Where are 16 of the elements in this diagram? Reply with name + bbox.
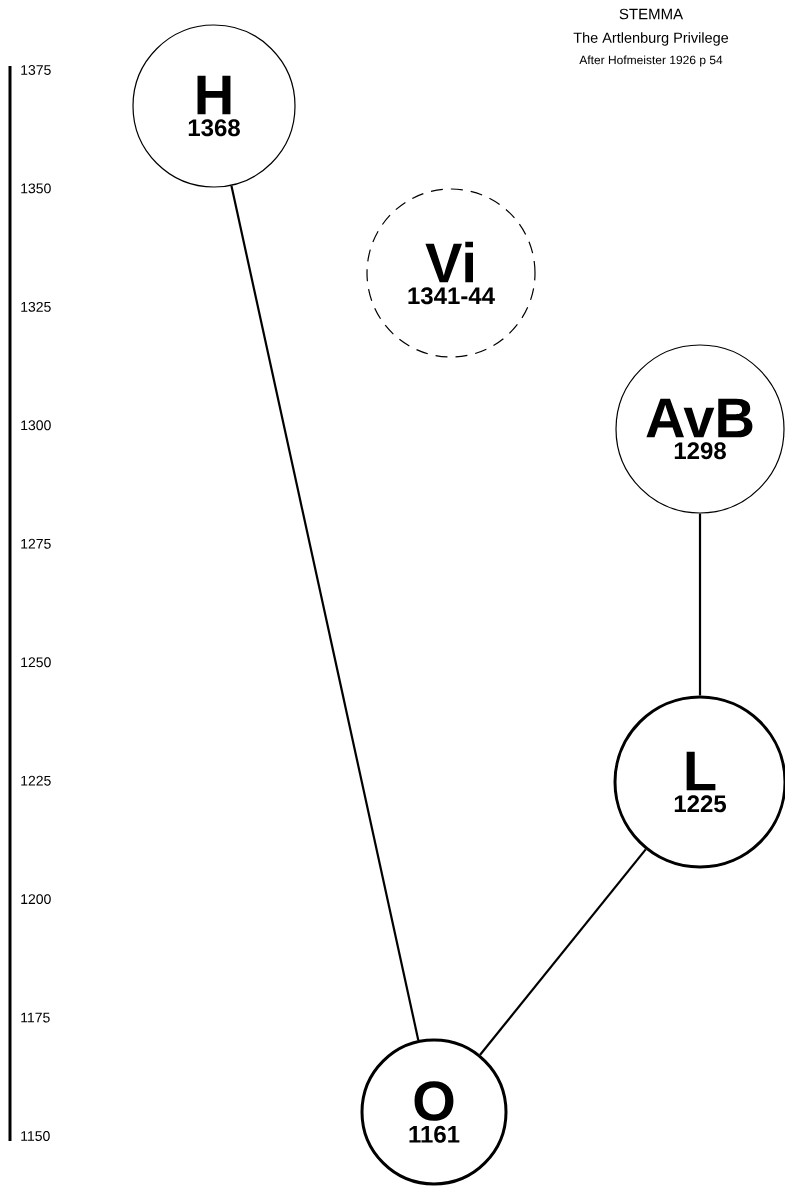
- axis-label: 1200: [21, 894, 51, 905]
- subtitle: The Artlenburg Privilege: [573, 32, 729, 46]
- axis-label: 1350: [21, 183, 51, 194]
- axis-label: 1325: [21, 301, 51, 312]
- axis-label: 1175: [21, 1012, 50, 1023]
- stemma-line: [230, 185, 420, 1041]
- stemma-line: [698, 513, 702, 696]
- axis-label: 1275: [21, 538, 51, 549]
- stemma-line: [479, 848, 647, 1056]
- source-note: After Hofmeister 1926 p 54: [579, 55, 723, 67]
- axis-label: 1375: [21, 65, 51, 75]
- axis-label: 1225: [21, 775, 51, 786]
- axis-label: 1150: [21, 1131, 50, 1141]
- axis-label: 1250: [21, 657, 51, 668]
- axis-label: 1300: [21, 420, 51, 431]
- title: STEMMA: [619, 8, 684, 20]
